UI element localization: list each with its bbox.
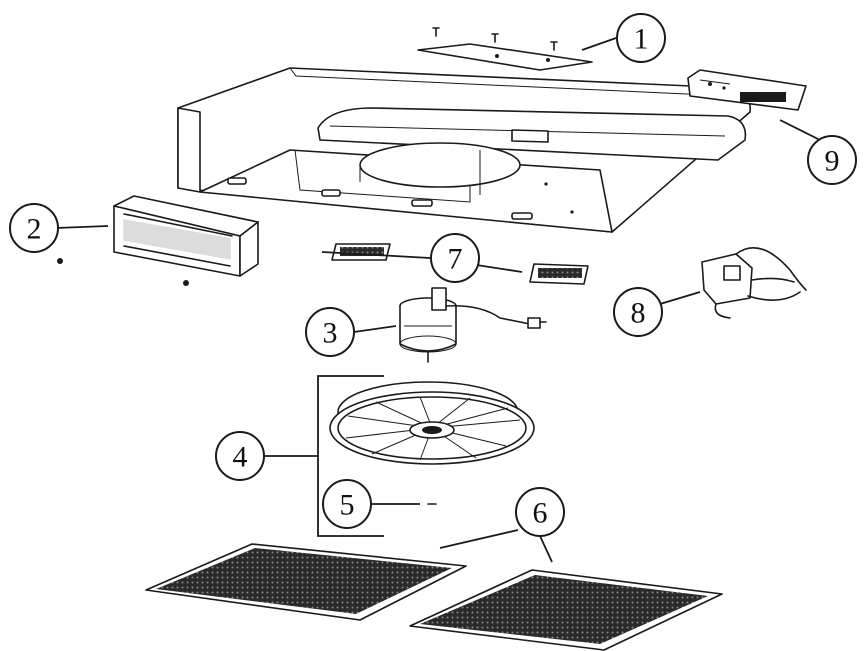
callout-9: 9 [807, 135, 857, 185]
svg-text:5: 5 [340, 489, 355, 522]
svg-text:3: 3 [323, 317, 338, 350]
part-6-filter-right [409, 569, 723, 651]
callout-1: 1 [616, 13, 666, 63]
part-9-control-board [687, 69, 807, 111]
svg-text:1: 1 [634, 23, 649, 56]
leader-2 [55, 225, 109, 229]
svg-text:8: 8 [631, 297, 646, 330]
callout-7: 7 [430, 233, 480, 283]
callout-3: 3 [305, 307, 355, 357]
svg-text:6: 6 [533, 497, 548, 530]
leader-1 [581, 37, 617, 51]
svg-text:9: 9 [825, 145, 840, 178]
svg-text:7: 7 [448, 243, 463, 276]
callout-5: 5 [322, 479, 372, 529]
part-3-motor [399, 287, 547, 363]
callout-8: 8 [613, 287, 663, 337]
part-1-cover-plate [417, 27, 593, 71]
part-7-light-lens-right [529, 263, 589, 285]
range-hood-body [177, 67, 752, 233]
part-7-light-lens-left [331, 243, 391, 261]
callout-6: 6 [515, 487, 565, 537]
leader-3 [353, 325, 397, 333]
callout-2: 2 [9, 203, 59, 253]
svg-text:4: 4 [233, 441, 248, 474]
part-8-wiring-harness [701, 246, 807, 319]
leader-8 [659, 291, 701, 305]
part-6-filter-left [145, 543, 467, 621]
part-4-blower-wheel [329, 381, 535, 465]
leader-6 [439, 529, 553, 563]
svg-text:2: 2 [27, 213, 42, 246]
part-2-damper-box [57, 195, 259, 286]
callout-4: 4 [215, 431, 265, 481]
